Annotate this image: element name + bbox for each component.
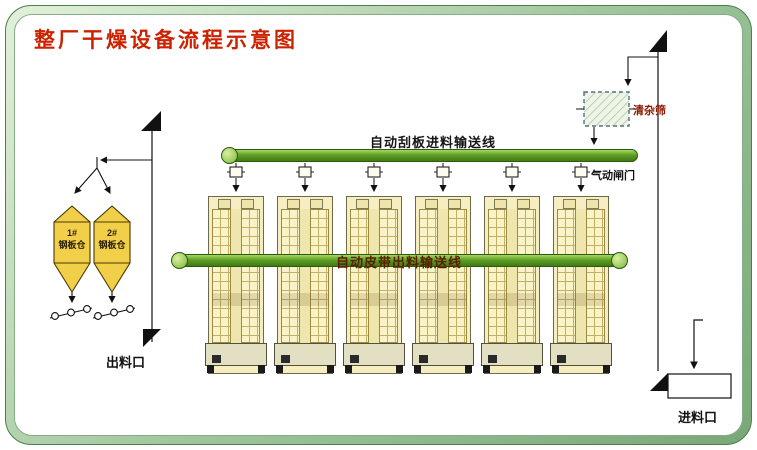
dryer-tower [550, 196, 612, 374]
left-elevator-boot-flag [143, 329, 161, 347]
page-title: 整厂干燥设备流程示意图 [34, 29, 298, 52]
tower-cap [310, 199, 323, 209]
dryer-tower [481, 196, 543, 374]
tower-cap [356, 199, 369, 209]
tower-foot-left [483, 365, 490, 373]
tower-cap [448, 199, 461, 209]
tower-cap [241, 199, 254, 209]
right-elevator-boot-flag [650, 373, 668, 391]
discharge-outlet-label: 出料口 [106, 355, 146, 370]
tower-discharge-spout [419, 355, 428, 363]
tower-cell-column-left [488, 209, 507, 343]
dryer-tower [343, 196, 405, 374]
right-bucket-elevator [649, 30, 732, 399]
tower-cap [218, 199, 231, 209]
tower-foot-right [465, 365, 472, 373]
tower-discharge-spout [281, 355, 290, 363]
tower-cell-column-right [241, 209, 260, 343]
tower-cell-column-right [586, 209, 605, 343]
bin-1-name: 钢板仓 [58, 240, 86, 250]
tower-discharge-spout [212, 355, 221, 363]
discharge-belt-conveyors [49, 305, 136, 320]
tower-cap [563, 199, 576, 209]
tower-foot-left [552, 365, 559, 373]
cleaning-sieve-box [583, 91, 630, 127]
tower-foot-right [327, 365, 334, 373]
tower-hot-air-band [488, 293, 536, 306]
pneumatic-gate [298, 166, 312, 178]
tower-hot-air-band [350, 293, 398, 306]
tower-foot-left [414, 365, 421, 373]
tower-foot-right [603, 365, 610, 373]
pneumatic-gate [229, 166, 243, 178]
cleaning-sieve-label: 清杂筛 [633, 105, 666, 117]
tower-cell-column-right [379, 209, 398, 343]
tower-hot-air-band [557, 293, 605, 306]
bin-2-number: 2# [106, 228, 118, 238]
middle-conveyor-label: 自动皮带出料输送线 [335, 255, 463, 270]
tower-foot-left [276, 365, 283, 373]
right-elevator-head-flag [649, 30, 667, 52]
tower-cap [517, 199, 530, 209]
tower-cap [425, 199, 438, 209]
pneumatic-gate [436, 166, 450, 178]
pneumatic-gate [505, 166, 519, 178]
feed-chute [690, 319, 703, 370]
tower-discharge-spout [350, 355, 359, 363]
tower-cell-column-left [212, 209, 231, 343]
feed-inlet-label: 进料口 [678, 410, 718, 425]
left-bucket-elevator [141, 111, 161, 347]
dryer-tower [274, 196, 336, 374]
tower-cap [586, 199, 599, 209]
pneumatic-gate [574, 166, 588, 178]
tower-cell-column-left [419, 209, 438, 343]
conveyor-end-roller [171, 252, 188, 269]
pneumatic-gates [227, 163, 590, 193]
tower-cell-column-left [557, 209, 576, 343]
tower-cap [287, 199, 300, 209]
tower-foot-left [345, 365, 352, 373]
conveyor-end-roller [611, 252, 628, 269]
top-conveyor-label: 自动刮板进料输送线 [369, 135, 497, 150]
tower-cell-column-left [281, 209, 300, 343]
tower-discharge-spout [488, 355, 497, 363]
tower-cell-column-right [517, 209, 536, 343]
tower-hot-air-band [281, 293, 329, 306]
bin-2-name: 钢板仓 [98, 240, 126, 250]
bin-discharge-arrows [68, 292, 116, 304]
tower-cap [494, 199, 507, 209]
tower-discharge-spout [557, 355, 566, 363]
bin-1-number: 1# [66, 228, 78, 238]
dryer-tower [205, 196, 267, 374]
bin-feed-lines [74, 156, 152, 194]
left-elevator-head-flag [141, 111, 161, 131]
tower-cell-column-right [448, 209, 467, 343]
tower-hot-air-band [212, 293, 260, 306]
elevator-boot-house [667, 373, 732, 399]
pneumatic-gate-label: 气动闸门 [591, 170, 635, 182]
dryer-tower [412, 196, 474, 374]
tower-foot-right [534, 365, 541, 373]
tower-hot-air-band [419, 293, 467, 306]
tower-foot-right [396, 365, 403, 373]
tower-cell-column-right [310, 209, 329, 343]
cleaning-sieve-group [576, 56, 658, 146]
pneumatic-gate [367, 166, 381, 178]
tower-foot-right [258, 365, 265, 373]
tower-foot-left [207, 365, 214, 373]
tower-cell-column-left [350, 209, 369, 343]
conveyor-end-roller [221, 147, 238, 164]
tower-cap [379, 199, 392, 209]
